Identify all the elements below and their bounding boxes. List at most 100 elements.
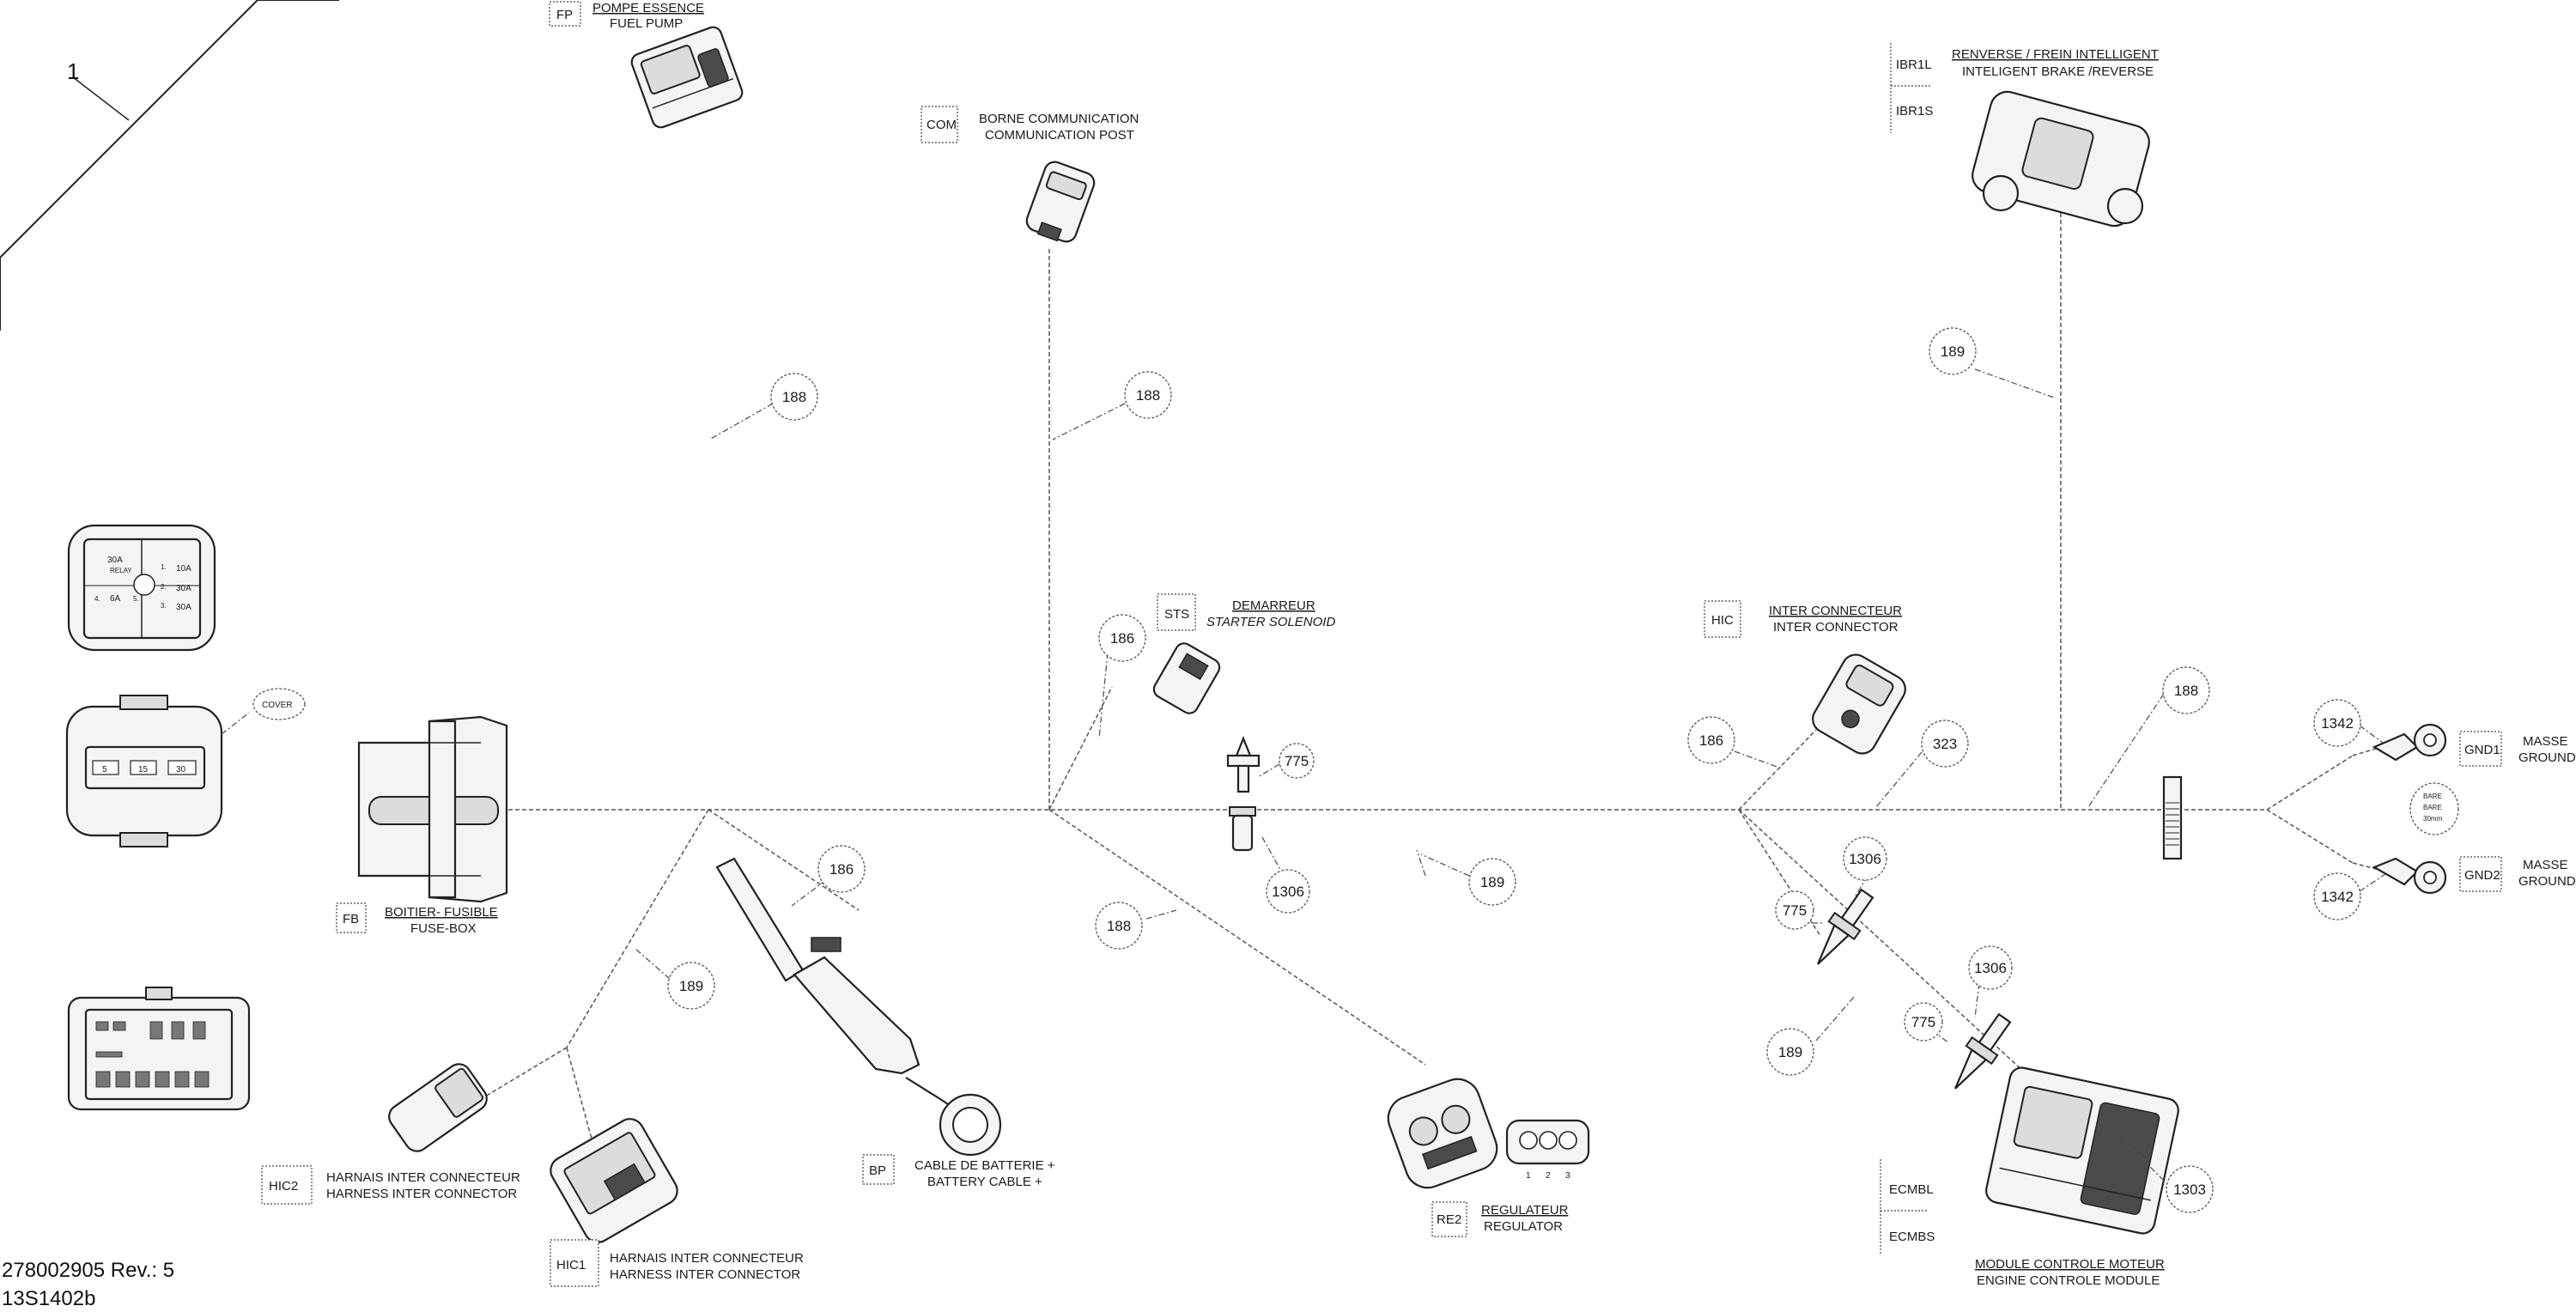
callout-label: 775 (1783, 902, 1807, 919)
fp-label-fr: POMPE ESSENCE (592, 1, 704, 15)
splice-sleeve (2162, 775, 2183, 860)
item-number: 1 (67, 58, 79, 84)
ecm-code-l: ECMBL (1889, 1182, 1934, 1197)
fuse-30a-b: 30A (176, 603, 191, 612)
callout-label: 1306 (1849, 851, 1881, 867)
callout-label: 189 (1941, 343, 1965, 360)
hic1-code: HIC1 (556, 1258, 586, 1273)
callout-bubble: 188 (708, 373, 818, 440)
footer: 278002905 Rev.: 5 13S1402b (2, 1259, 174, 1310)
harness-inter-connector-2 (388, 1063, 488, 1152)
hic-label-en: INTER CONNECTOR (1773, 620, 1899, 635)
bare-splice-note: BARE BARE 30mm (2409, 782, 2459, 835)
fuse-caption-3: 3. (161, 602, 167, 610)
hic2-label-fr: HARNAIS INTER CONNECTEUR (326, 1170, 520, 1185)
fuse-caption-4: 4. (94, 595, 100, 603)
com-label-en: COMMUNICATION POST (985, 128, 1134, 143)
callout-label: 1306 (1272, 884, 1304, 900)
cover-fuse-30: 30 (176, 765, 186, 774)
fp-label-en: FUEL PUMP (610, 16, 683, 31)
hic1-label-fr: HARNAIS INTER CONNECTEUR (610, 1251, 804, 1266)
fuse-30a-relay: 30A (107, 556, 123, 565)
gnd2-label-fr: MASSE (2523, 858, 2568, 872)
fusebox-cover-view: 5 15 30 COVER (65, 688, 306, 847)
sts-code: STS (1164, 607, 1189, 622)
bp-label: BP CABLE DE BATTERIE + BATTERY CABLE + (862, 1154, 1055, 1189)
callout-bubble: 186 (1687, 716, 1783, 769)
sts-label: STS DEMARREUR STARTER SOLENOID (1157, 593, 1335, 631)
cover-fuse-5: 5 (102, 765, 107, 774)
callout-bubble: 188 (2087, 666, 2210, 808)
bp-code: BP (869, 1163, 886, 1178)
fb-label-en: FUSE-BOX (410, 921, 477, 936)
ibr-label-fr: RENVERSE / FREIN INTELLIGENT (1952, 47, 2159, 62)
callout-bubble: 1342 (2313, 699, 2384, 747)
regulator-pinout: 1 2 3 (1505, 1119, 1590, 1181)
fuel-pump-label: FP POMPE ESSENCE FUEL PUMP (549, 1, 704, 31)
callout-label: 1303 (2173, 1181, 2206, 1198)
callout-label: 186 (1699, 732, 1723, 749)
bare-line-2: BARE (2423, 804, 2442, 811)
re2-pin-1: 1 (1526, 1171, 1531, 1181)
fuse-caption-2: 2. (161, 583, 167, 591)
cover-fuse-15: 15 (138, 765, 149, 774)
com-label: COM BORNE COMMUNICATION COMMUNICATION PO… (920, 106, 1139, 143)
hic-label: HIC INTER CONNECTEUR INTER CONNECTOR (1704, 600, 1902, 638)
fuse-6a: 6A (110, 594, 121, 604)
callout-bubble: 775 (1257, 743, 1315, 779)
bare-line-3: 30mm (2423, 815, 2443, 823)
callout-bubble: 775 (1904, 1002, 1950, 1044)
callout-label: 775 (1285, 753, 1309, 769)
callout-bubble: 189 (1766, 995, 1856, 1076)
fuse-relay-label: RELAY (110, 567, 132, 574)
callout-bubble: 189 (1929, 327, 2055, 398)
gnd2-label-en: GROUND (2518, 874, 2576, 889)
gnd2-label: GND2 MASSE GROUND (2459, 856, 2576, 892)
com-label-fr: BORNE COMMUNICATION (979, 112, 1139, 126)
fuse-10a: 10A (176, 564, 191, 574)
com-code: COM (927, 118, 957, 132)
callout-label: 189 (1778, 1044, 1802, 1060)
bp-label-fr: CABLE DE BATTERIE + (914, 1158, 1055, 1173)
callout-label: 188 (1136, 387, 1160, 404)
re2-pin-2: 2 (1546, 1171, 1551, 1181)
hic-code: HIC (1711, 613, 1734, 628)
fusebox-bottom-view (67, 987, 251, 1111)
ecm-code-s: ECMBS (1889, 1230, 1935, 1244)
part-number: 278002905 Rev.: 5 (2, 1259, 174, 1282)
fp-code: FP (556, 8, 573, 22)
battery-cable (715, 857, 1002, 1157)
gnd1-code: GND1 (2464, 743, 2500, 757)
regulator-connector (1387, 1078, 1498, 1189)
callout-bubble: 1303 (2124, 1141, 2214, 1213)
ecm-label-en: ENGINE CONTROLE MODULE (1977, 1273, 2160, 1288)
fb-label-fr: BOITIER- FUSIBLE (385, 905, 498, 920)
callout-bubble: 189 (635, 948, 715, 1010)
re2-label-en: REGULATOR (1484, 1219, 1563, 1234)
gnd1-label-fr: MASSE (2523, 734, 2568, 749)
callout-bubbles: 188 188 189 186 775 1306 (635, 327, 2386, 1213)
callout-bubble: 186 (1098, 614, 1146, 739)
callout-label: 1342 (2321, 715, 2354, 732)
hic1-label-en: HARNESS INTER CONNECTOR (610, 1267, 800, 1282)
drawing-code: 13S1402b (2, 1287, 95, 1310)
bp-label-en: BATTERY CABLE + (927, 1175, 1042, 1189)
callout-bubble: 1306 (1968, 945, 2013, 1018)
callout-label: 1306 (1974, 960, 2007, 976)
callout-bubble: 188 (1095, 902, 1177, 950)
gnd1-label-en: GROUND (2518, 750, 2576, 765)
communication-post-connector (1025, 161, 1096, 243)
fuel-pump-connector (630, 26, 744, 129)
fuse-30a-a: 30A (176, 584, 191, 593)
fusebox-top-view: 30A RELAY 6A 10A 30A 30A 1. 2. 3. 4. 5. (67, 524, 216, 652)
ground-terminal-1 (2372, 723, 2447, 762)
sts-label-en: STARTER SOLENOID (1206, 615, 1335, 629)
terminal-775-ecm-a (1817, 888, 1874, 965)
ibr-label-en: INTELIGENT BRAKE /REVERSE (1962, 64, 2154, 79)
inter-connector (1812, 653, 1906, 755)
ibr-label: IBR1L IBR1S RENVERSE / FREIN INTELLIGENT… (1890, 43, 2159, 133)
callout-bubble: 1306 (1843, 836, 1887, 898)
callout-bubble: 1306 (1261, 836, 1310, 914)
cover-label: COVER (262, 701, 293, 710)
callout-bubble: 775 (1775, 890, 1825, 930)
